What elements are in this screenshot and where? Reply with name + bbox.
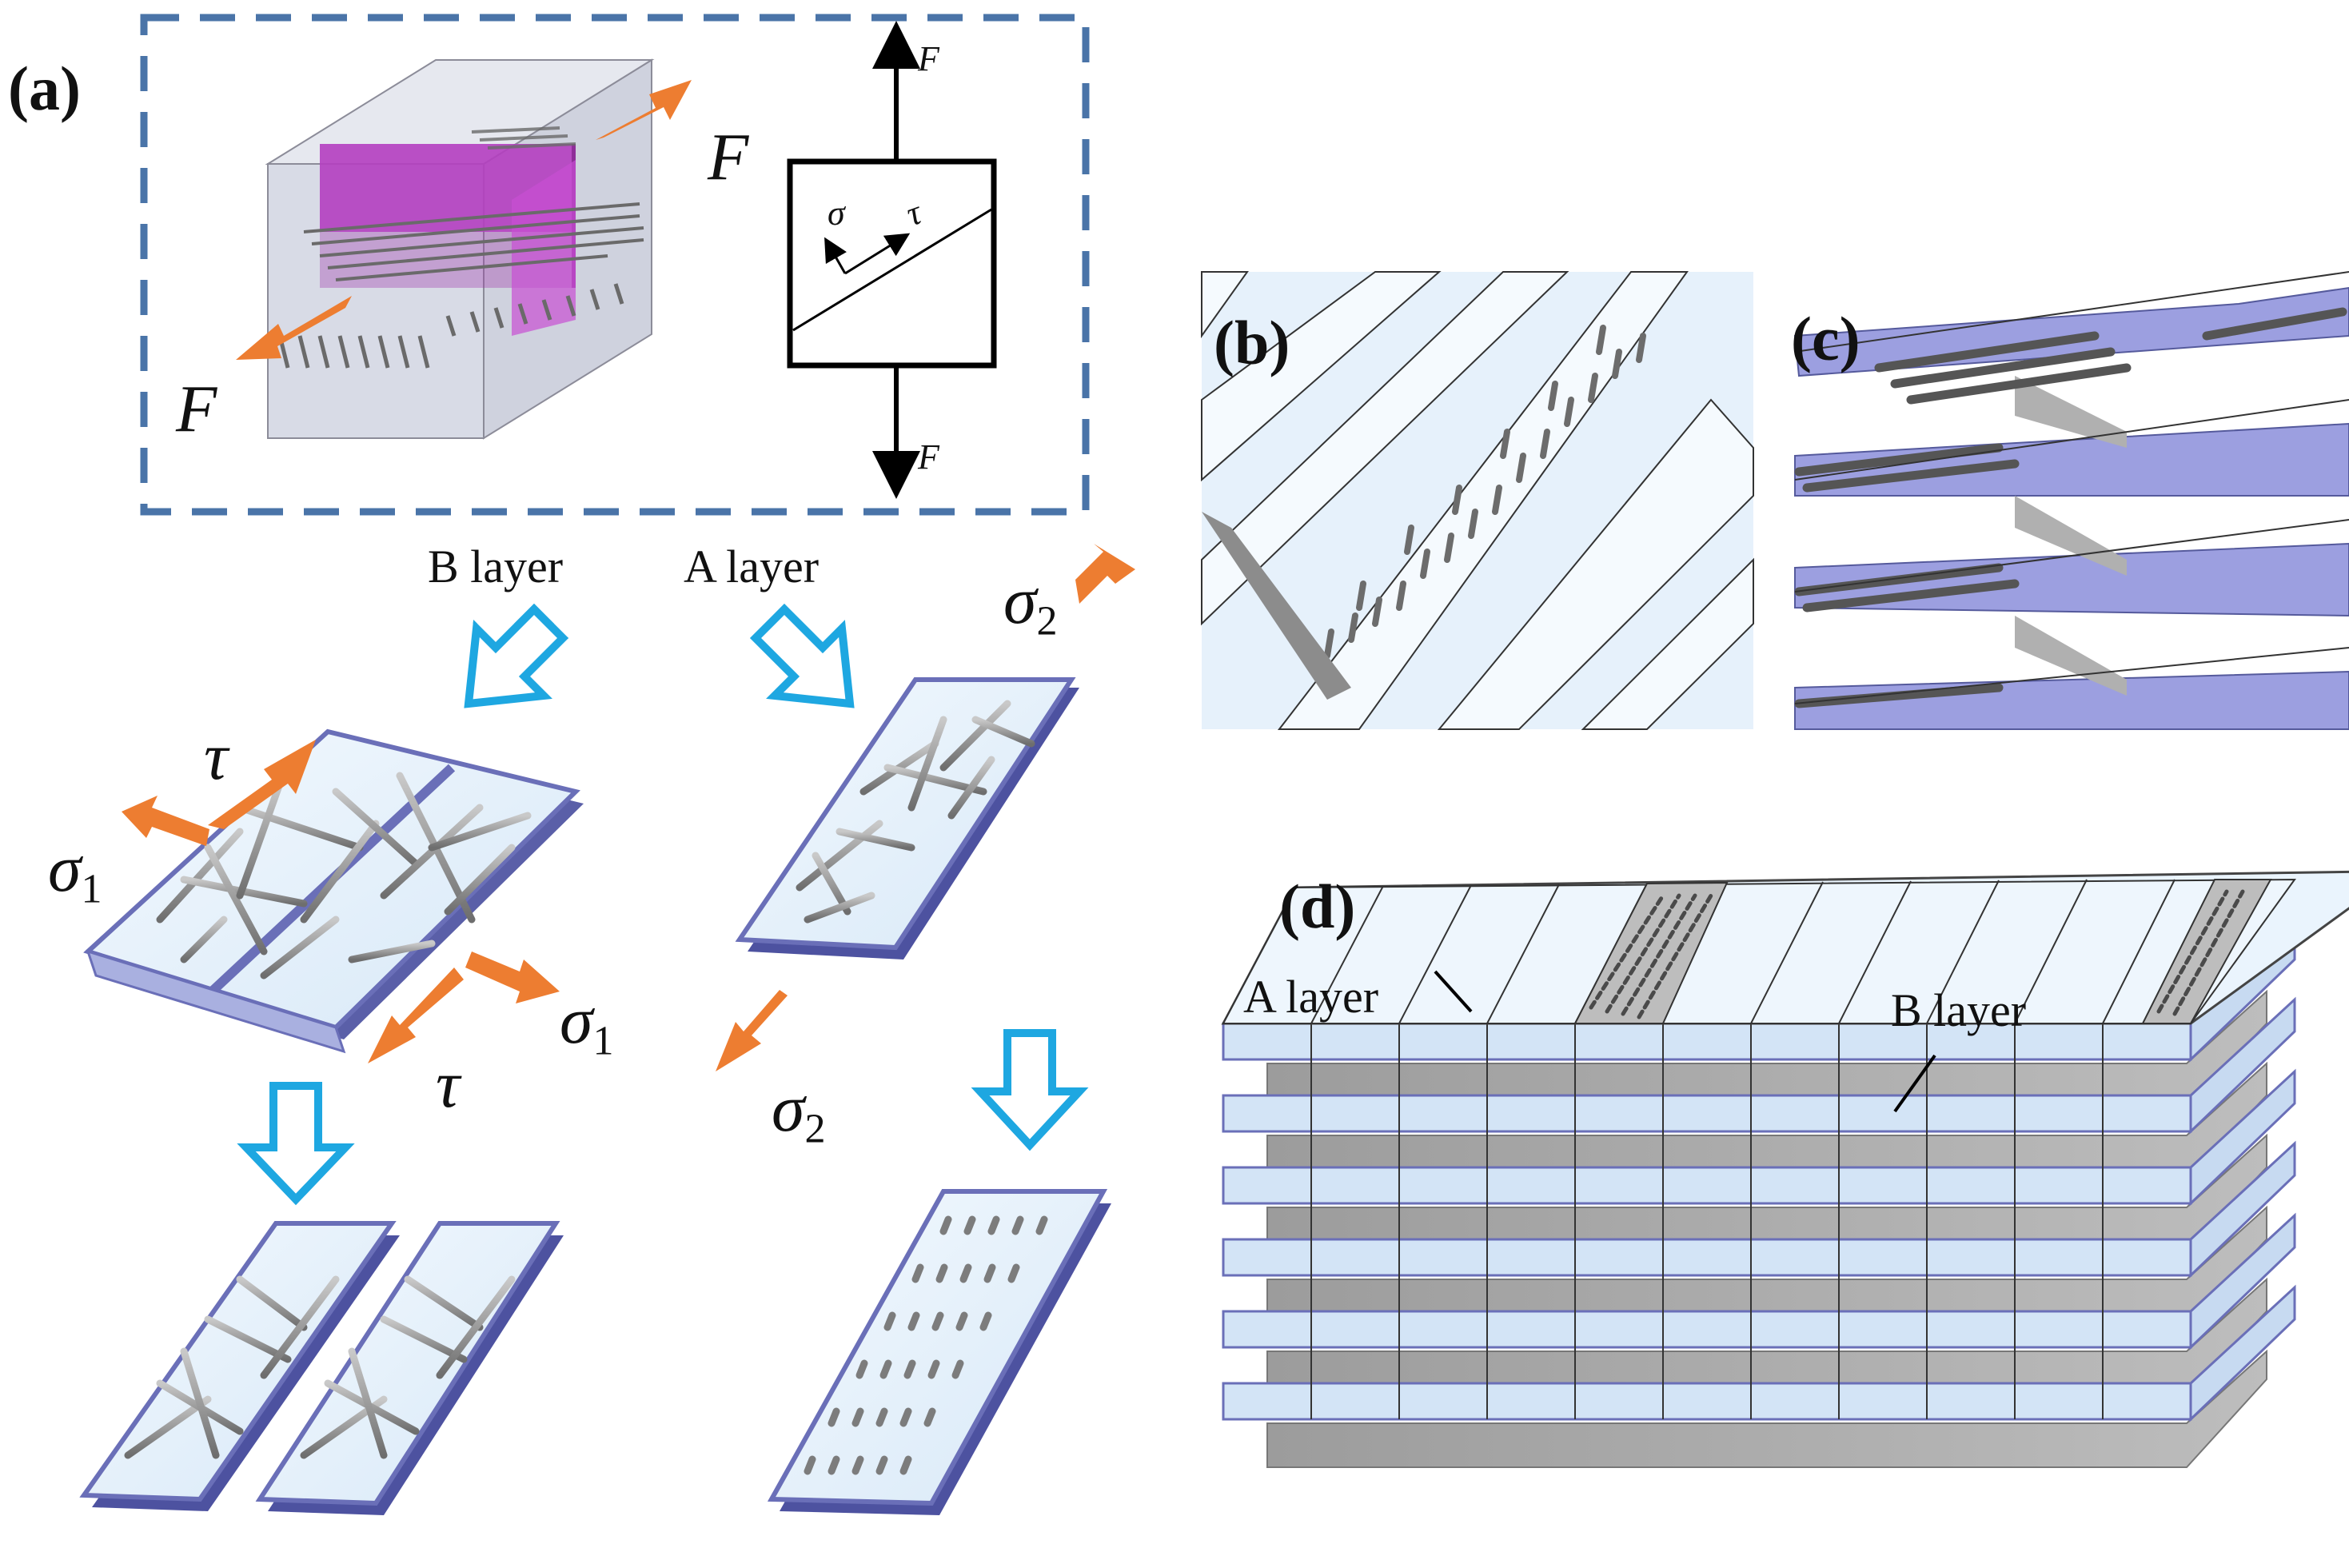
force-label-top: F [918, 39, 939, 78]
panel-label-c: (c) [1791, 304, 1860, 373]
tau-label-lower: τ [436, 1047, 461, 1122]
cube-illustration [265, 58, 655, 440]
panel-label-d: (d) [1279, 872, 1356, 941]
block-arrow-down-icon [749, 603, 855, 708]
sigma-label-element: σ [828, 194, 845, 233]
d-b-layer-label: B layer [1891, 984, 2027, 1036]
panel-label-a: (a) [8, 54, 81, 123]
block-arrow-down-icon [464, 603, 569, 708]
block-arrow-down-icon [237, 1082, 355, 1206]
force-label-right: F [708, 120, 749, 194]
tau-label-upper: τ [204, 720, 229, 794]
sigma1-label-left: σ1 [48, 832, 102, 912]
sigma2-label-top: σ2 [1003, 564, 1058, 644]
stress-element [787, 21, 997, 499]
d-a-layer-label: A layer [1243, 971, 1379, 1023]
force-arrow-icon [122, 544, 1135, 1071]
panel-label-b: (b) [1214, 308, 1290, 377]
panel-c-image [1793, 271, 2349, 730]
b-layer-separated-slabs [79, 1221, 564, 1515]
sigma2-label-bottom: σ2 [772, 1071, 826, 1152]
force-label-left: F [176, 372, 217, 446]
panel-a-dashed-frame [140, 14, 1090, 516]
a-layer-aligned-slab [767, 1189, 1111, 1515]
a-layer-label: A layer [684, 541, 820, 592]
sigma1-label-right: σ1 [560, 983, 614, 1064]
b-layer-slab-pair [83, 728, 584, 1054]
force-label-bottom: F [918, 437, 939, 477]
panel-d-stack [1221, 870, 2349, 1468]
b-layer-label: B layer [428, 541, 564, 592]
block-arrow-down-icon [971, 1029, 1089, 1151]
panel-b-image [1201, 271, 1754, 730]
a-layer-slab [735, 677, 1079, 960]
force-arrow-icon [236, 80, 692, 360]
